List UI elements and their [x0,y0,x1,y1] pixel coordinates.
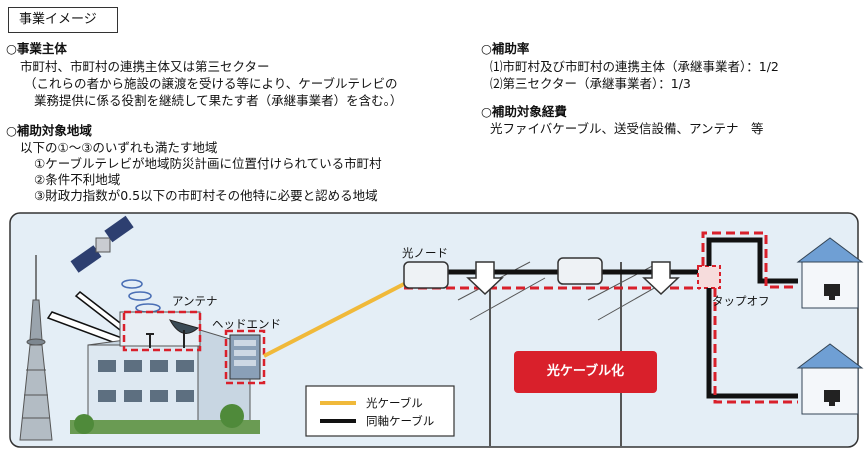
area-line: ③財政力指数が0.5以下の市町村その他特に必要と認める地域 [34,188,378,203]
legend-box [305,385,455,437]
drop-converted-route [713,288,798,404]
cost-heading: ○補助対象経費 [481,104,567,119]
rate-line: ⑵第三セクター（承継事業者）：1/3 [490,76,691,91]
house-icon [796,343,864,415]
headend-equipment [229,334,261,380]
operator-line: 業務提供に係る役割を継続して果たす者（承継事業者）を含む。） [34,93,403,108]
house-icon [796,237,864,309]
amplifier [557,257,603,285]
operator-line: （これらの者から施設の譲渡を受ける等により、ケーブルテレビの [24,76,398,91]
operator-line: 市町村、市町村の連携主体又は第三セクター [20,59,270,74]
tap-off-label: タップオフ [712,294,770,308]
operator-heading: ○事業主体 [6,41,67,56]
headend-label: ヘッドエンド [212,317,281,331]
cost-line: 光ファイバケーブル、送受信設備、アンテナ 等 [490,121,764,136]
antenna-label: アンテナ [172,294,218,308]
down-arrow-icon [466,261,680,296]
legend-fiber-label: 光ケーブル [366,396,423,410]
area-line: ①ケーブルテレビが地域防災計画に位置付けられている市町村 [34,156,382,171]
drop-cable [706,237,798,284]
legend-coax-label: 同軸ケーブル [366,414,435,428]
area-heading: ○補助対象地域 [6,123,92,138]
optical-node-label: 光ノード [402,246,448,260]
drop-converted-route [701,231,798,289]
station-building [70,311,260,434]
optical-node [403,261,449,289]
tap-off [697,265,721,289]
rate-line: ⑴市町村及び市町村の連携主体（承継事業者）：1/2 [490,59,779,74]
dish-antenna-icon [146,319,200,348]
headend-highlight [224,329,266,385]
drop-cable [706,288,798,399]
area-line: ②条件不利地域 [34,172,121,187]
fiber-cable [263,282,405,358]
fiber-conversion-badge: 光ケーブル化 [514,351,657,393]
section-title: 事業イメージ [8,7,118,33]
rate-heading: ○補助率 [481,41,530,56]
area-line: 以下の①～③のいずれも満たす地域 [20,140,218,155]
satellite-icon [70,215,134,273]
antenna-highlight [122,310,202,352]
broadcast-tower [19,255,53,441]
